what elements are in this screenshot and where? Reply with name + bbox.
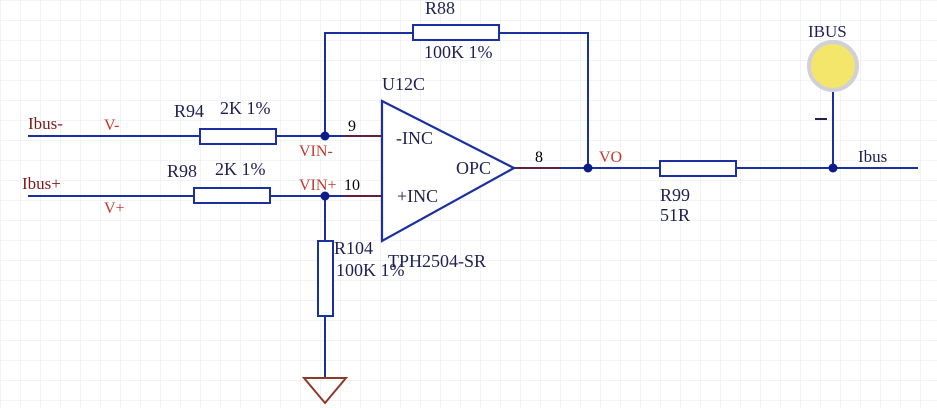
- input-label-ibus-minus: Ibus-: [28, 114, 63, 133]
- net-label-vin-plus: VIN+: [299, 177, 336, 194]
- probe-ibus-icon[interactable]: [807, 40, 859, 92]
- ground-icon: [301, 377, 349, 405]
- junctions: [320, 131, 838, 201]
- opamp-pin-output: OPC: [456, 158, 491, 178]
- junction-vin-minus: [320, 131, 330, 141]
- r99-reference: R99: [660, 185, 690, 205]
- r104-reference: R104: [334, 238, 373, 258]
- opamp-pin-number-8: 8: [535, 149, 543, 166]
- resistor-r94[interactable]: [199, 128, 277, 145]
- input-label-ibus-plus: Ibus+: [22, 174, 61, 193]
- net-stubs: [344, 135, 560, 197]
- probe-label: IBUS: [808, 22, 847, 41]
- wire-feedback-right[interactable]: [499, 32, 589, 168]
- r88-value: 100K 1%: [424, 42, 493, 62]
- opamp-pin-inverting: -INC: [396, 128, 433, 148]
- net-label-v-minus: V-: [104, 117, 119, 134]
- resistor-r104[interactable]: [317, 240, 334, 317]
- wire-feedback-left[interactable]: [324, 32, 413, 136]
- junction-ibus: [828, 163, 838, 173]
- r98-value: 2K 1%: [215, 159, 266, 179]
- net-label-v-plus: V+: [104, 200, 125, 217]
- net-label-vin-minus: VIN-: [299, 143, 333, 160]
- resistor-r88[interactable]: [412, 24, 500, 41]
- r94-value: 2K 1%: [220, 98, 271, 118]
- net-label-ibus-out: Ibus: [858, 147, 887, 166]
- opamp-part-number: TPH2504-SR: [388, 251, 486, 271]
- resistor-r98[interactable]: [193, 187, 271, 204]
- resistor-r99[interactable]: [659, 160, 737, 177]
- junction-vin-plus: [320, 191, 330, 201]
- r88-reference: R88: [425, 0, 455, 18]
- opamp-pin-number-10: 10: [344, 177, 360, 194]
- opamp-designator: U12C: [382, 74, 425, 94]
- junction-vo: [583, 163, 593, 173]
- net-label-vo: VO: [599, 149, 622, 166]
- opamp-u12c-symbol[interactable]: [380, 99, 517, 243]
- r99-value: 51R: [660, 205, 690, 225]
- r98-reference: R98: [167, 161, 197, 181]
- r104-value: 100K 1%: [336, 260, 405, 280]
- opamp-pin-number-9: 9: [348, 118, 356, 135]
- r94-reference: R94: [174, 101, 204, 121]
- opamp-pin-noninverting: +INC: [397, 186, 438, 206]
